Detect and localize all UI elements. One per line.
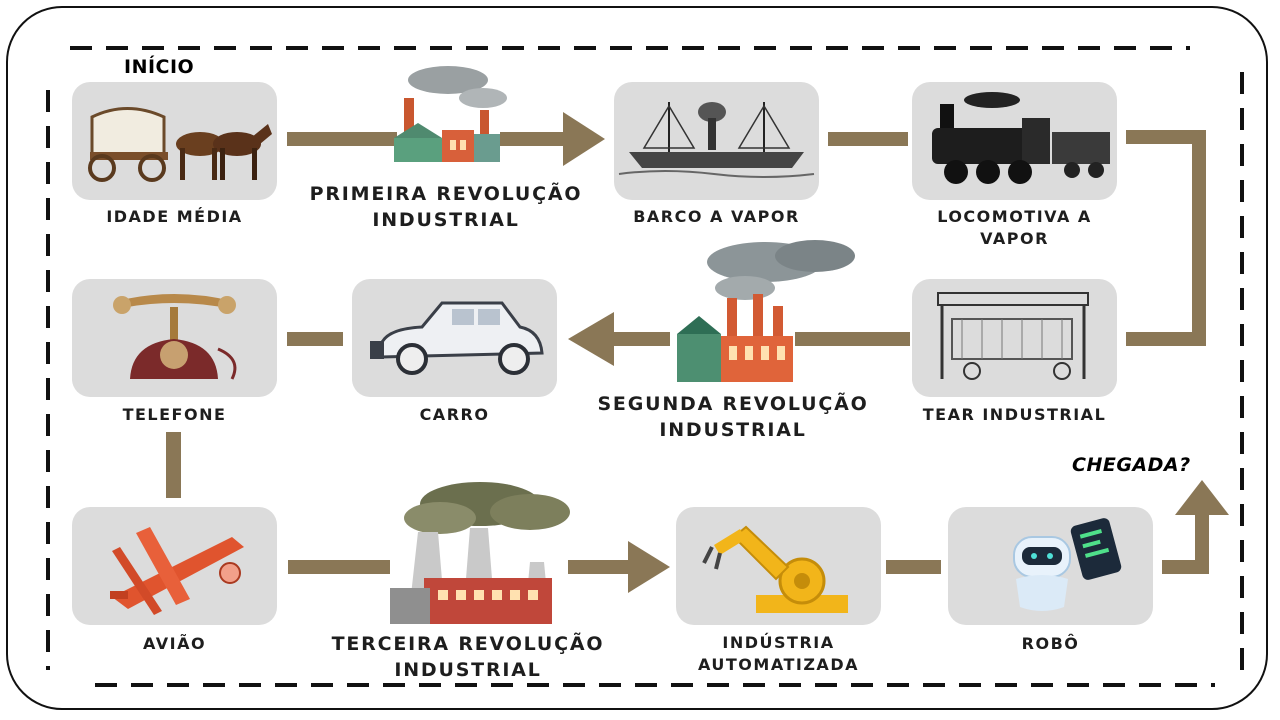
connector-11	[288, 560, 390, 574]
label-locomotiva-line1: LOCOMOTIVA A	[937, 207, 1092, 226]
label-primeira-revolucao-line2: INDUSTRIAL	[372, 209, 520, 231]
tile-telefone	[72, 279, 277, 397]
wagon-icon	[88, 107, 272, 182]
steamship-icon	[618, 102, 815, 178]
connector-9	[287, 332, 343, 346]
factory-3-icon	[390, 482, 570, 624]
tile-carro	[352, 279, 557, 397]
telephone-icon	[113, 294, 237, 380]
tile-idade-media	[72, 82, 277, 200]
label-segunda-revolucao-line2: INDUSTRIAL	[659, 419, 807, 441]
label-carro: CARRO	[419, 405, 490, 424]
tile-robo	[948, 507, 1153, 625]
label-telefone: TELEFONE	[122, 405, 227, 424]
label-barco-a-vapor: BARCO A VAPOR	[633, 207, 800, 226]
car-icon	[370, 301, 544, 375]
robotic-arm-icon	[702, 525, 848, 613]
end-label: CHEGADA?	[1072, 454, 1191, 476]
connector-4	[1126, 130, 1206, 144]
factory-1-icon	[394, 66, 507, 162]
label-aviao: AVIÃO	[142, 634, 207, 653]
outer-frame	[6, 6, 1268, 710]
factory-2-icon	[677, 240, 855, 382]
connector-15	[1195, 512, 1209, 574]
connector-7	[795, 332, 910, 346]
tile-barco-a-vapor	[614, 82, 819, 200]
label-idade-media: IDADE MÉDIA	[106, 207, 243, 226]
arrow-head-3	[628, 541, 670, 593]
connector-10	[166, 432, 181, 498]
connector-2	[500, 132, 565, 146]
label-segunda-revolucao-line1: SEGUNDA REVOLUÇÃO	[597, 393, 869, 415]
tile-industria-automatizada	[676, 507, 881, 625]
arrow-head-1	[563, 112, 605, 166]
tile-locomotiva	[912, 82, 1117, 200]
arrow-head-2	[568, 312, 614, 366]
locomotive-icon	[932, 92, 1110, 184]
connector-12	[568, 560, 630, 574]
label-terceira-revolucao-line2: INDUSTRIAL	[394, 659, 542, 681]
label-primeira-revolucao-line1: PRIMEIRA REVOLUÇÃO	[309, 183, 583, 205]
loom-icon	[937, 292, 1089, 380]
connector-5	[1192, 130, 1206, 346]
connector-3	[828, 132, 908, 146]
connector-13	[886, 560, 941, 574]
tile-tear-industrial	[912, 279, 1117, 397]
start-label: INÍCIO	[124, 56, 195, 78]
label-industria-line2: AUTOMATIZADA	[698, 655, 859, 674]
label-tear-industrial: TEAR INDUSTRIAL	[922, 405, 1107, 424]
tile-aviao	[72, 507, 277, 625]
airplane-icon	[110, 527, 244, 615]
connector-6	[1126, 332, 1206, 346]
label-robo: ROBÔ	[1021, 634, 1080, 653]
connector-8	[612, 332, 670, 346]
robot-icon	[1013, 518, 1122, 611]
label-industria-line1: INDÚSTRIA	[722, 633, 835, 652]
connector-1	[287, 132, 397, 146]
label-terceira-revolucao-line1: TERCEIRA REVOLUÇÃO	[331, 633, 605, 655]
label-locomotiva-line2: VAPOR	[980, 229, 1049, 248]
dashed-border	[46, 46, 1244, 687]
arrow-head-4	[1175, 480, 1229, 515]
